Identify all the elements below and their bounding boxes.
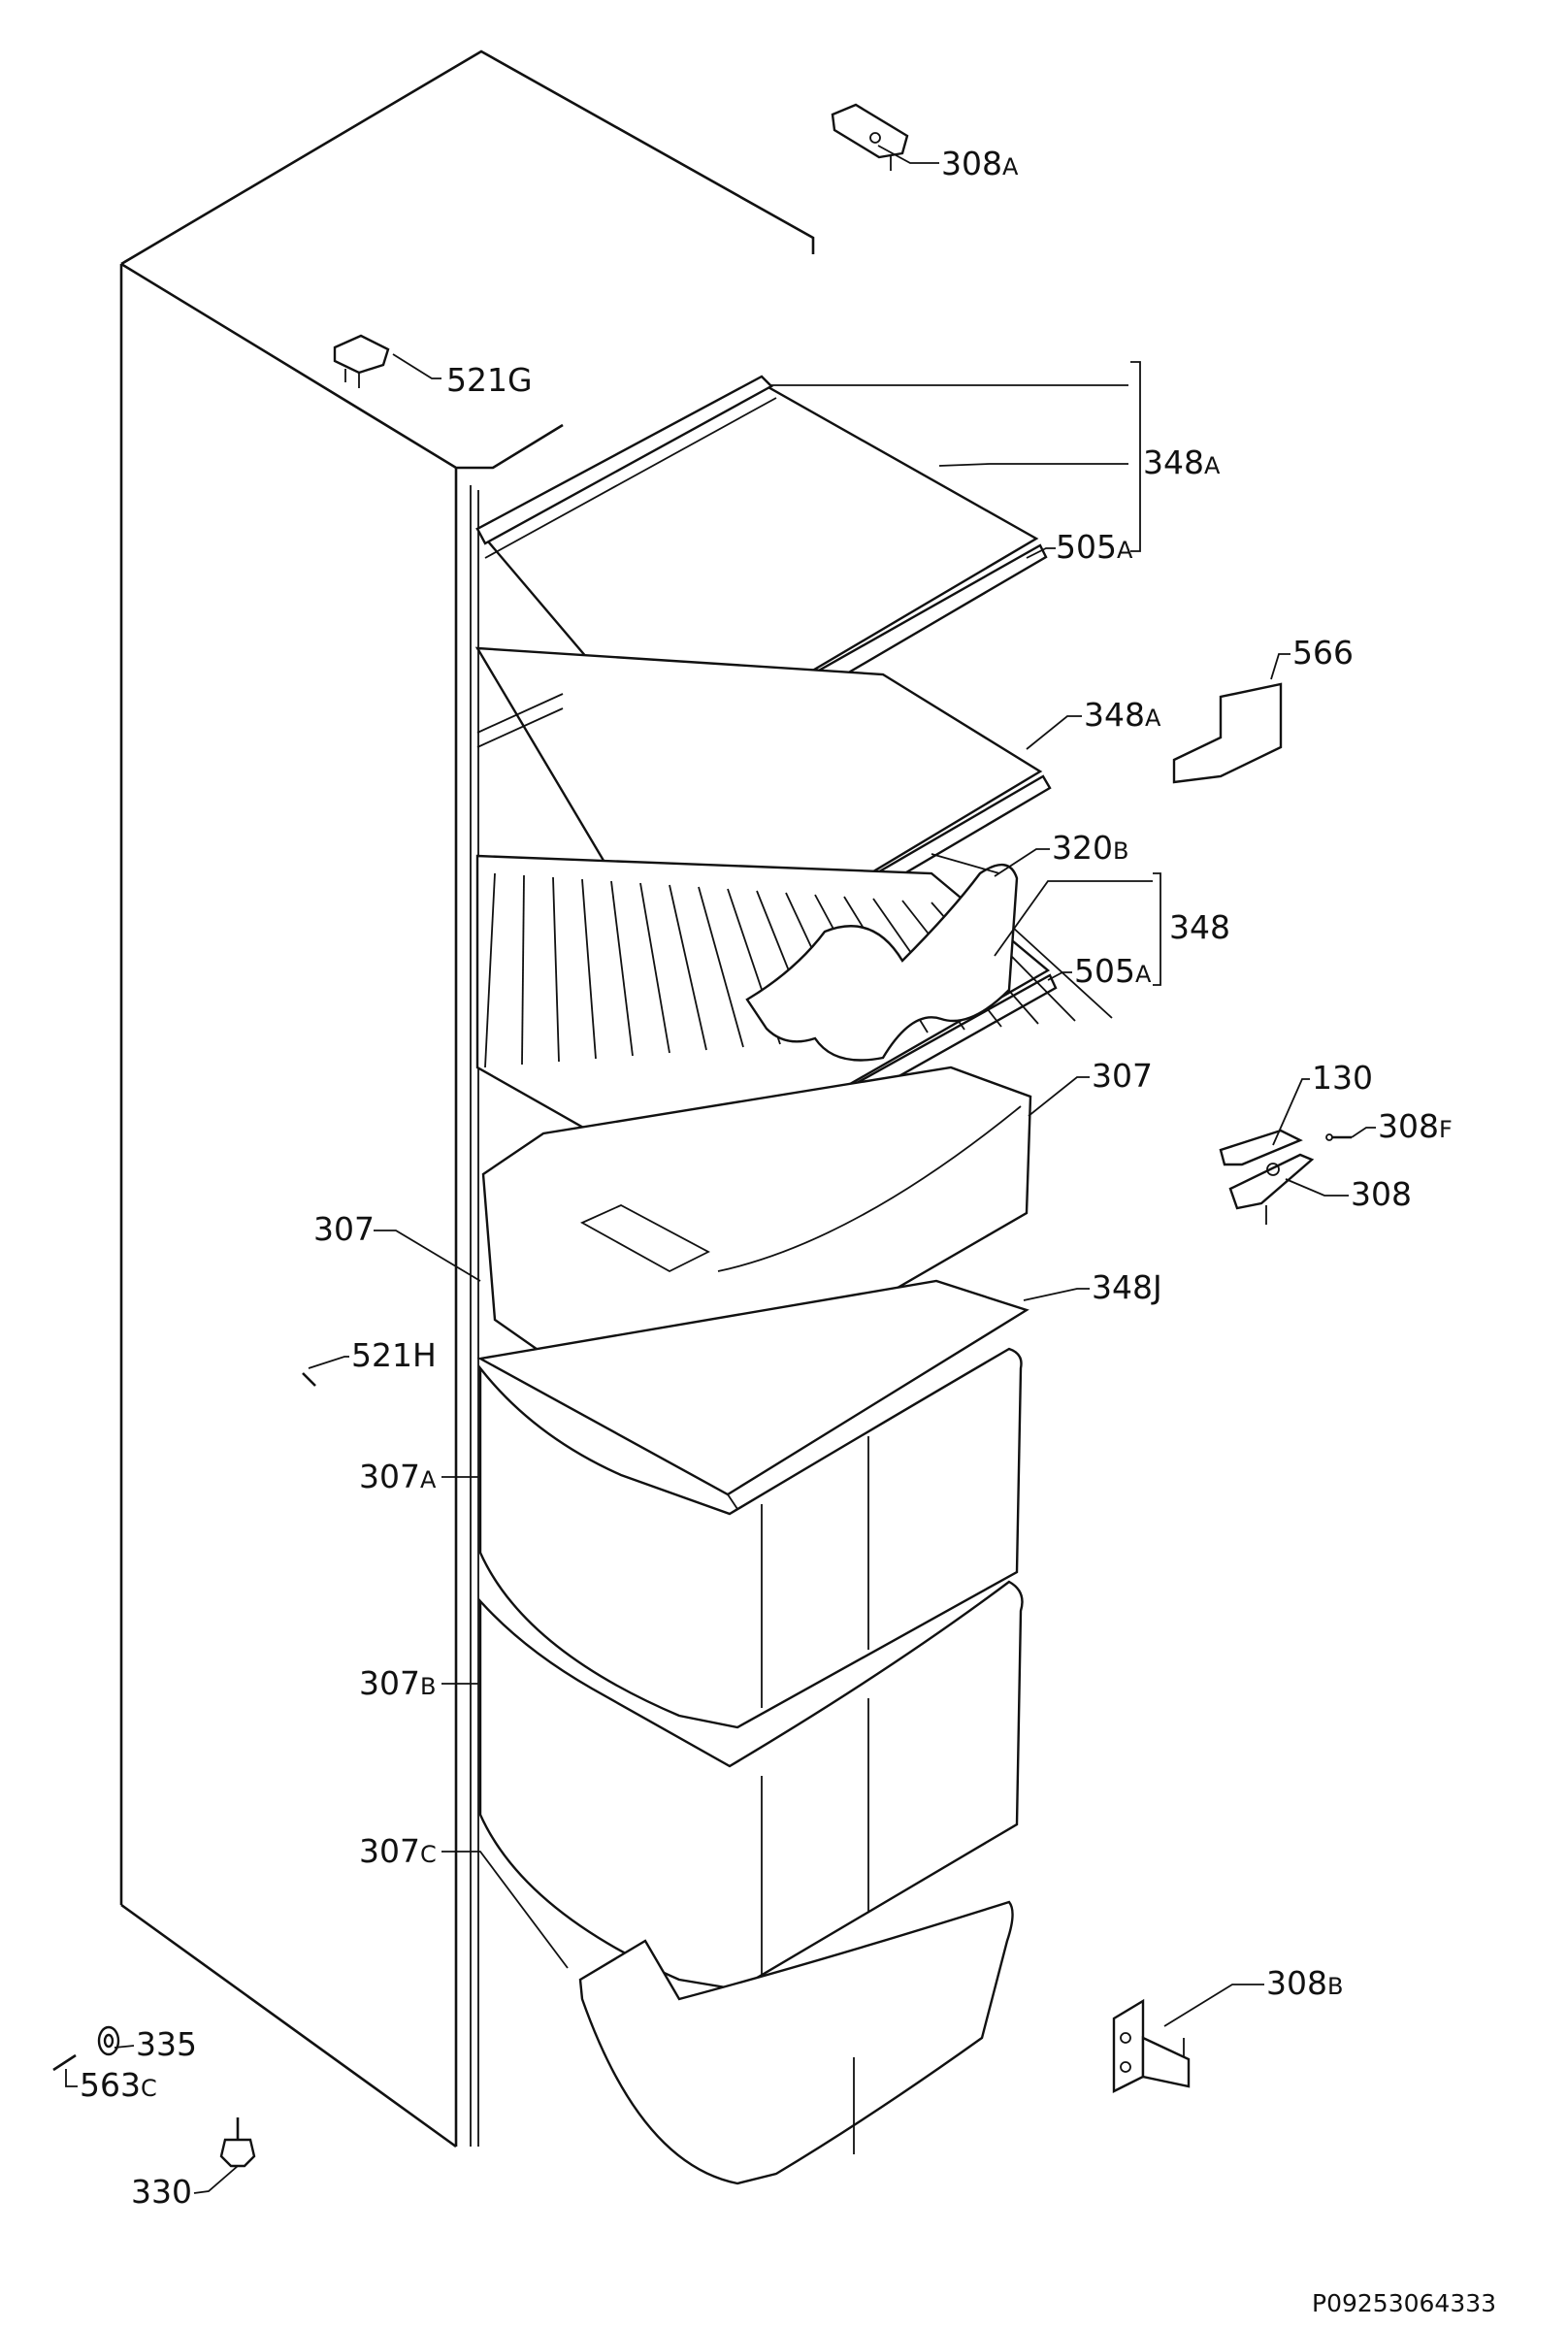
part-hinge-308b [1112,1998,1191,2093]
drawer-307b [478,1580,1024,1991]
label-348a-1: 348A [1143,443,1221,481]
wire-rod [669,884,707,1051]
part-screw-521h [302,1372,316,1387]
part-screw-308f [1325,1133,1352,1141]
label-348a-2: 348A [1084,696,1161,734]
label-566: 566 [1292,634,1354,672]
cabinet-body [119,49,815,2149]
wire-rod [698,886,744,1048]
bracket-348 [1153,872,1161,986]
label-348j: 348J [1092,1268,1162,1306]
label-505a-1: 505A [1056,528,1133,566]
label-348: 348 [1169,908,1230,946]
wire-rod [581,878,597,1060]
bracket-348a [1130,361,1141,552]
part-foot-330 [219,2117,256,2168]
leader-lines [65,145,1376,2194]
label-330: 330 [131,2173,192,2211]
part-hinge-top [831,103,909,171]
label-308f: 308F [1378,1107,1453,1145]
label-308: 308 [1351,1175,1412,1213]
label-307b: 307B [359,1664,436,1702]
label-563c: 563C [80,2066,157,2104]
label-308a: 308A [941,145,1019,182]
glass-shelf-348j [476,1279,1029,1510]
wire-rod [552,876,560,1063]
label-521h: 521H [351,1336,437,1374]
wire-rod [639,882,670,1054]
label-307-left: 307 [313,1210,375,1248]
label-307c: 307C [359,1832,437,1870]
label-320b: 320B [1052,829,1128,867]
label-308b: 308B [1266,1964,1343,2002]
part-washer-335 [97,2025,120,2056]
bottle-rack [745,853,1019,1062]
drawer-307c [578,1900,1014,2185]
part-hinge-130 [1219,1129,1315,1225]
drawer-307a [478,1347,1023,1729]
label-505a-2: 505A [1074,952,1152,990]
part-566 [1172,682,1283,784]
label-307a: 307A [359,1458,437,1495]
part-pin-563c [52,2053,77,2072]
wire-rod [521,874,525,1066]
wire-rod [484,872,496,1068]
label-130: 130 [1312,1059,1373,1097]
callout-labels: 308A 521G 348A 505A 566 348A 320B 348 50… [80,145,1453,2211]
label-521g: 521G [446,361,533,399]
label-307-right: 307 [1092,1057,1153,1095]
document-number: P09253064333 [1312,2289,1496,2317]
part-cover-521g [333,334,390,388]
label-335: 335 [136,2025,197,2063]
wire-rod [610,880,634,1057]
